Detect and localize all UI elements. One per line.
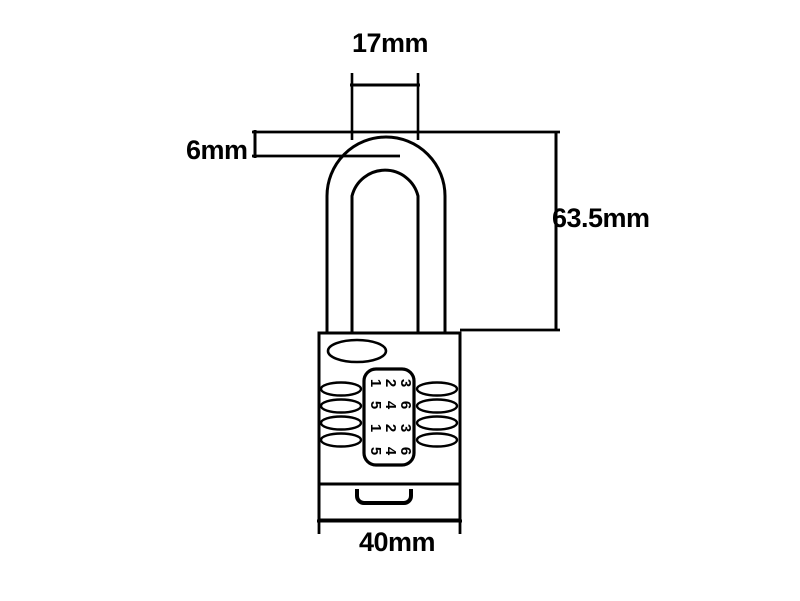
padlock-shackle — [325, 135, 447, 333]
dial-digit: 3 — [397, 424, 414, 432]
bottom-tab — [355, 489, 413, 505]
dimension-17mm — [350, 73, 420, 140]
dimension-label-shackle-width: 17mm — [352, 28, 429, 58]
dial-digit: 3 — [397, 379, 414, 387]
dial-digit: 2 — [382, 424, 399, 432]
dial-digit: 4 — [382, 401, 399, 410]
dimension-6mm — [252, 130, 560, 158]
dimension-label-shackle-diameter: 6mm — [186, 135, 248, 165]
dial-digit: 1 — [367, 424, 384, 432]
dial-digit: 2 — [382, 379, 399, 387]
dimension-63-5mm — [460, 132, 560, 332]
dial-digit: 1 — [367, 379, 384, 387]
left-indicator-ellipses — [319, 381, 363, 448]
padlock-body: 1 2 3 5 4 6 1 2 3 5 4 6 — [317, 331, 462, 522]
combination-dial-window — [362, 367, 416, 467]
dial-digit: 6 — [397, 401, 414, 409]
logo-oval — [326, 338, 388, 364]
dial-digit: 5 — [367, 447, 384, 455]
dial-digit: 5 — [367, 401, 384, 409]
dial-digits: 1 2 3 5 4 6 1 2 3 5 4 6 — [367, 379, 414, 456]
dial-digit: 4 — [382, 447, 399, 456]
right-indicator-ellipses — [415, 381, 459, 448]
dimension-label-body-width: 40mm — [359, 527, 436, 557]
dimension-label-shackle-height: 63.5mm — [552, 203, 650, 233]
dial-digit: 6 — [397, 447, 414, 455]
